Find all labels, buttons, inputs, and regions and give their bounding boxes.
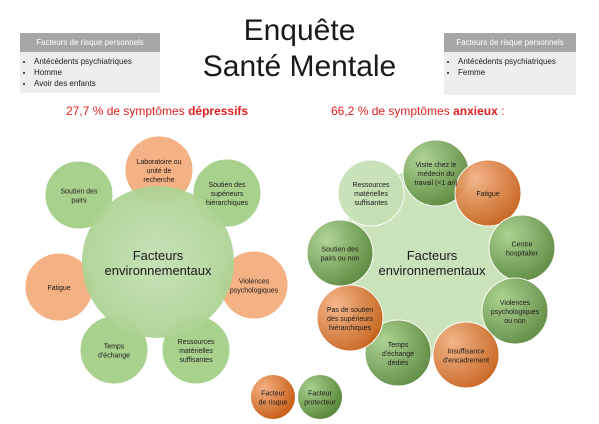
right-factor-circle: [432, 321, 500, 389]
left-factor-circle: [44, 160, 114, 230]
right-factor-circle: [306, 219, 374, 287]
left-center-circle: [82, 186, 234, 338]
left-risk-item: Homme: [34, 67, 160, 78]
left-risk-box-header: Facteurs de risque personnels: [20, 33, 160, 52]
left-factor-label: Fatigue: [47, 285, 70, 292]
right-risk-box-header: Facteurs de risque personnels: [444, 33, 576, 52]
left-risk-item: Avoir des enfants: [34, 78, 160, 89]
right-factor-circle: [481, 277, 549, 345]
legend-swatch: [298, 375, 342, 419]
page-title-line2: Santé Mentale: [202, 50, 397, 83]
right-factor-circle: [454, 159, 522, 227]
right-risk-item: Femme: [458, 67, 576, 78]
left-subtitle-bold: dépressifs: [188, 104, 249, 118]
left-personal-risk-box: Facteurs de risque personnels Antécédent…: [20, 33, 160, 93]
legend-swatch: [251, 375, 295, 419]
right-subtitle-bold: anxieux: [453, 104, 498, 118]
right-subtitle: 66,2 % de symptômes anxieux :: [331, 104, 504, 118]
left-subtitle: 27,7 % de symptômes dépressifs: [66, 104, 248, 118]
left-risk-item: Antécédents psychiatriques: [34, 56, 160, 67]
right-risk-item: Antécédents psychiatriques: [458, 56, 576, 67]
left-subtitle-prefix: 27,7 % de symptômes: [66, 104, 189, 118]
right-factor-circle: [337, 159, 405, 227]
page-title-line1: Enquête: [243, 14, 356, 47]
right-subtitle-prefix: 66,2 % de symptômes: [331, 104, 454, 118]
right-factor-circle: [316, 284, 384, 352]
left-risk-list: Antécédents psychiatriques Homme Avoir d…: [20, 56, 160, 89]
right-factor-label: Fatigue: [476, 191, 499, 198]
right-risk-list: Antécédents psychiatriques Femme: [444, 56, 576, 78]
right-personal-risk-box: Facteurs de risque personnels Antécédent…: [444, 33, 576, 95]
right-subtitle-suffix: :: [497, 104, 505, 118]
right-factor-circle: [364, 319, 432, 387]
